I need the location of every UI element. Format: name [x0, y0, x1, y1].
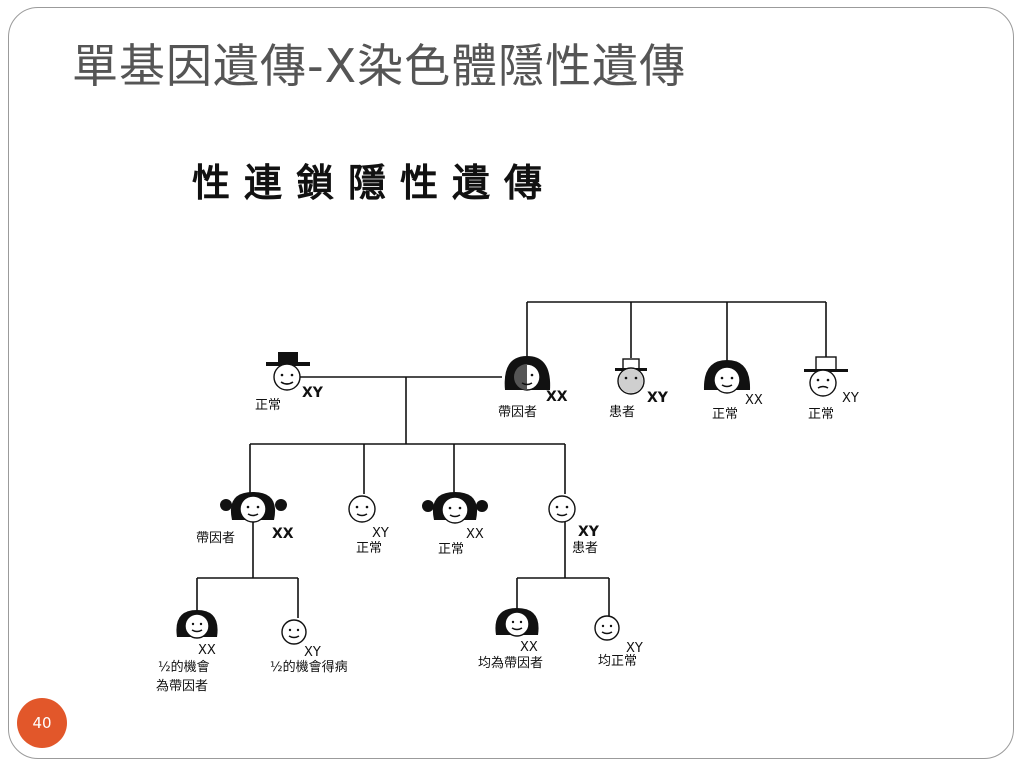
grand-son-b-label: 均正常 — [598, 654, 637, 669]
grand-daughter-b-genotype: XX — [520, 640, 538, 655]
father-label: 正常 — [255, 398, 281, 413]
normal-son-genotype: XY — [372, 526, 389, 541]
normal-son-label: 正常 — [356, 541, 382, 556]
mother-genotype: XX — [546, 389, 568, 405]
face-icon — [281, 619, 307, 645]
normal-daughter-genotype: XX — [466, 527, 484, 542]
grand-son-b-genotype: XY — [626, 641, 643, 656]
normal-daughter-figure — [422, 492, 488, 524]
affected-son-figure — [548, 495, 576, 523]
affected-brother-label: 患者 — [609, 405, 635, 420]
slide-title: 單基因遺傳-X染色體隱性遺傳 — [72, 39, 687, 93]
pedigree-lines — [196, 301, 827, 618]
line-sib-drops — [526, 302, 827, 362]
face-icon — [809, 369, 837, 397]
carrier-daughter-figure — [220, 492, 287, 523]
normal-sister-genotype: XX — [745, 393, 763, 408]
line-gen2-drops — [249, 444, 566, 494]
mother-label: 帶因者 — [498, 405, 537, 420]
affected-son-genotype: XY — [578, 524, 600, 540]
affected-brother-genotype: XY — [647, 390, 669, 406]
affected-son-label: 患者 — [572, 541, 598, 556]
normal-sister-label: 正常 — [712, 407, 738, 422]
grand-son-a-figure — [281, 619, 307, 645]
grand-daughter-b-figure — [495, 608, 539, 637]
face-icon — [273, 363, 301, 391]
father-genotype: XY — [302, 385, 324, 401]
normal-brother-figure — [804, 356, 848, 397]
grand-son-b-figure — [594, 615, 620, 641]
normal-son-figure — [348, 495, 376, 523]
mother-figure — [504, 356, 551, 391]
normal-daughter-label: 正常 — [438, 542, 464, 557]
face-icon — [441, 496, 469, 524]
hat-icon — [815, 356, 837, 371]
hat-icon — [278, 352, 298, 363]
line-gen3-right — [516, 522, 610, 616]
face-icon — [348, 495, 376, 523]
face-icon — [594, 615, 620, 641]
diagram-title: 性連鎖隱性遺傳 — [192, 160, 556, 205]
grand-daughter-a-label-line1: ½的機會 — [158, 659, 210, 675]
page-number-badge: 40 — [17, 698, 67, 748]
affected-brother-figure — [615, 358, 647, 395]
grand-daughter-a-label-line2: 為帶因者 — [156, 678, 208, 694]
grand-daughter-a-genotype: XX — [198, 643, 216, 658]
carrier-daughter-genotype: XX — [272, 526, 294, 542]
carrier-daughter-label: 帶因者 — [196, 531, 235, 546]
normal-brother-genotype: XY — [842, 391, 859, 406]
father-figure — [266, 352, 310, 391]
normal-sister-figure — [703, 360, 751, 394]
face-icon — [504, 611, 530, 637]
face-icon — [713, 366, 741, 394]
line-gen3-left — [196, 522, 299, 618]
face-icon — [548, 495, 576, 523]
face-icon — [239, 495, 267, 523]
grand-son-a-genotype: XY — [304, 645, 321, 660]
normal-brother-label: 正常 — [808, 407, 834, 422]
grand-daughter-a-figure — [176, 610, 218, 639]
face-icon — [184, 613, 210, 639]
grand-daughter-b-label: 均為帶因者 — [478, 655, 543, 671]
grand-son-a-label: ½的機會得病 — [270, 659, 348, 675]
